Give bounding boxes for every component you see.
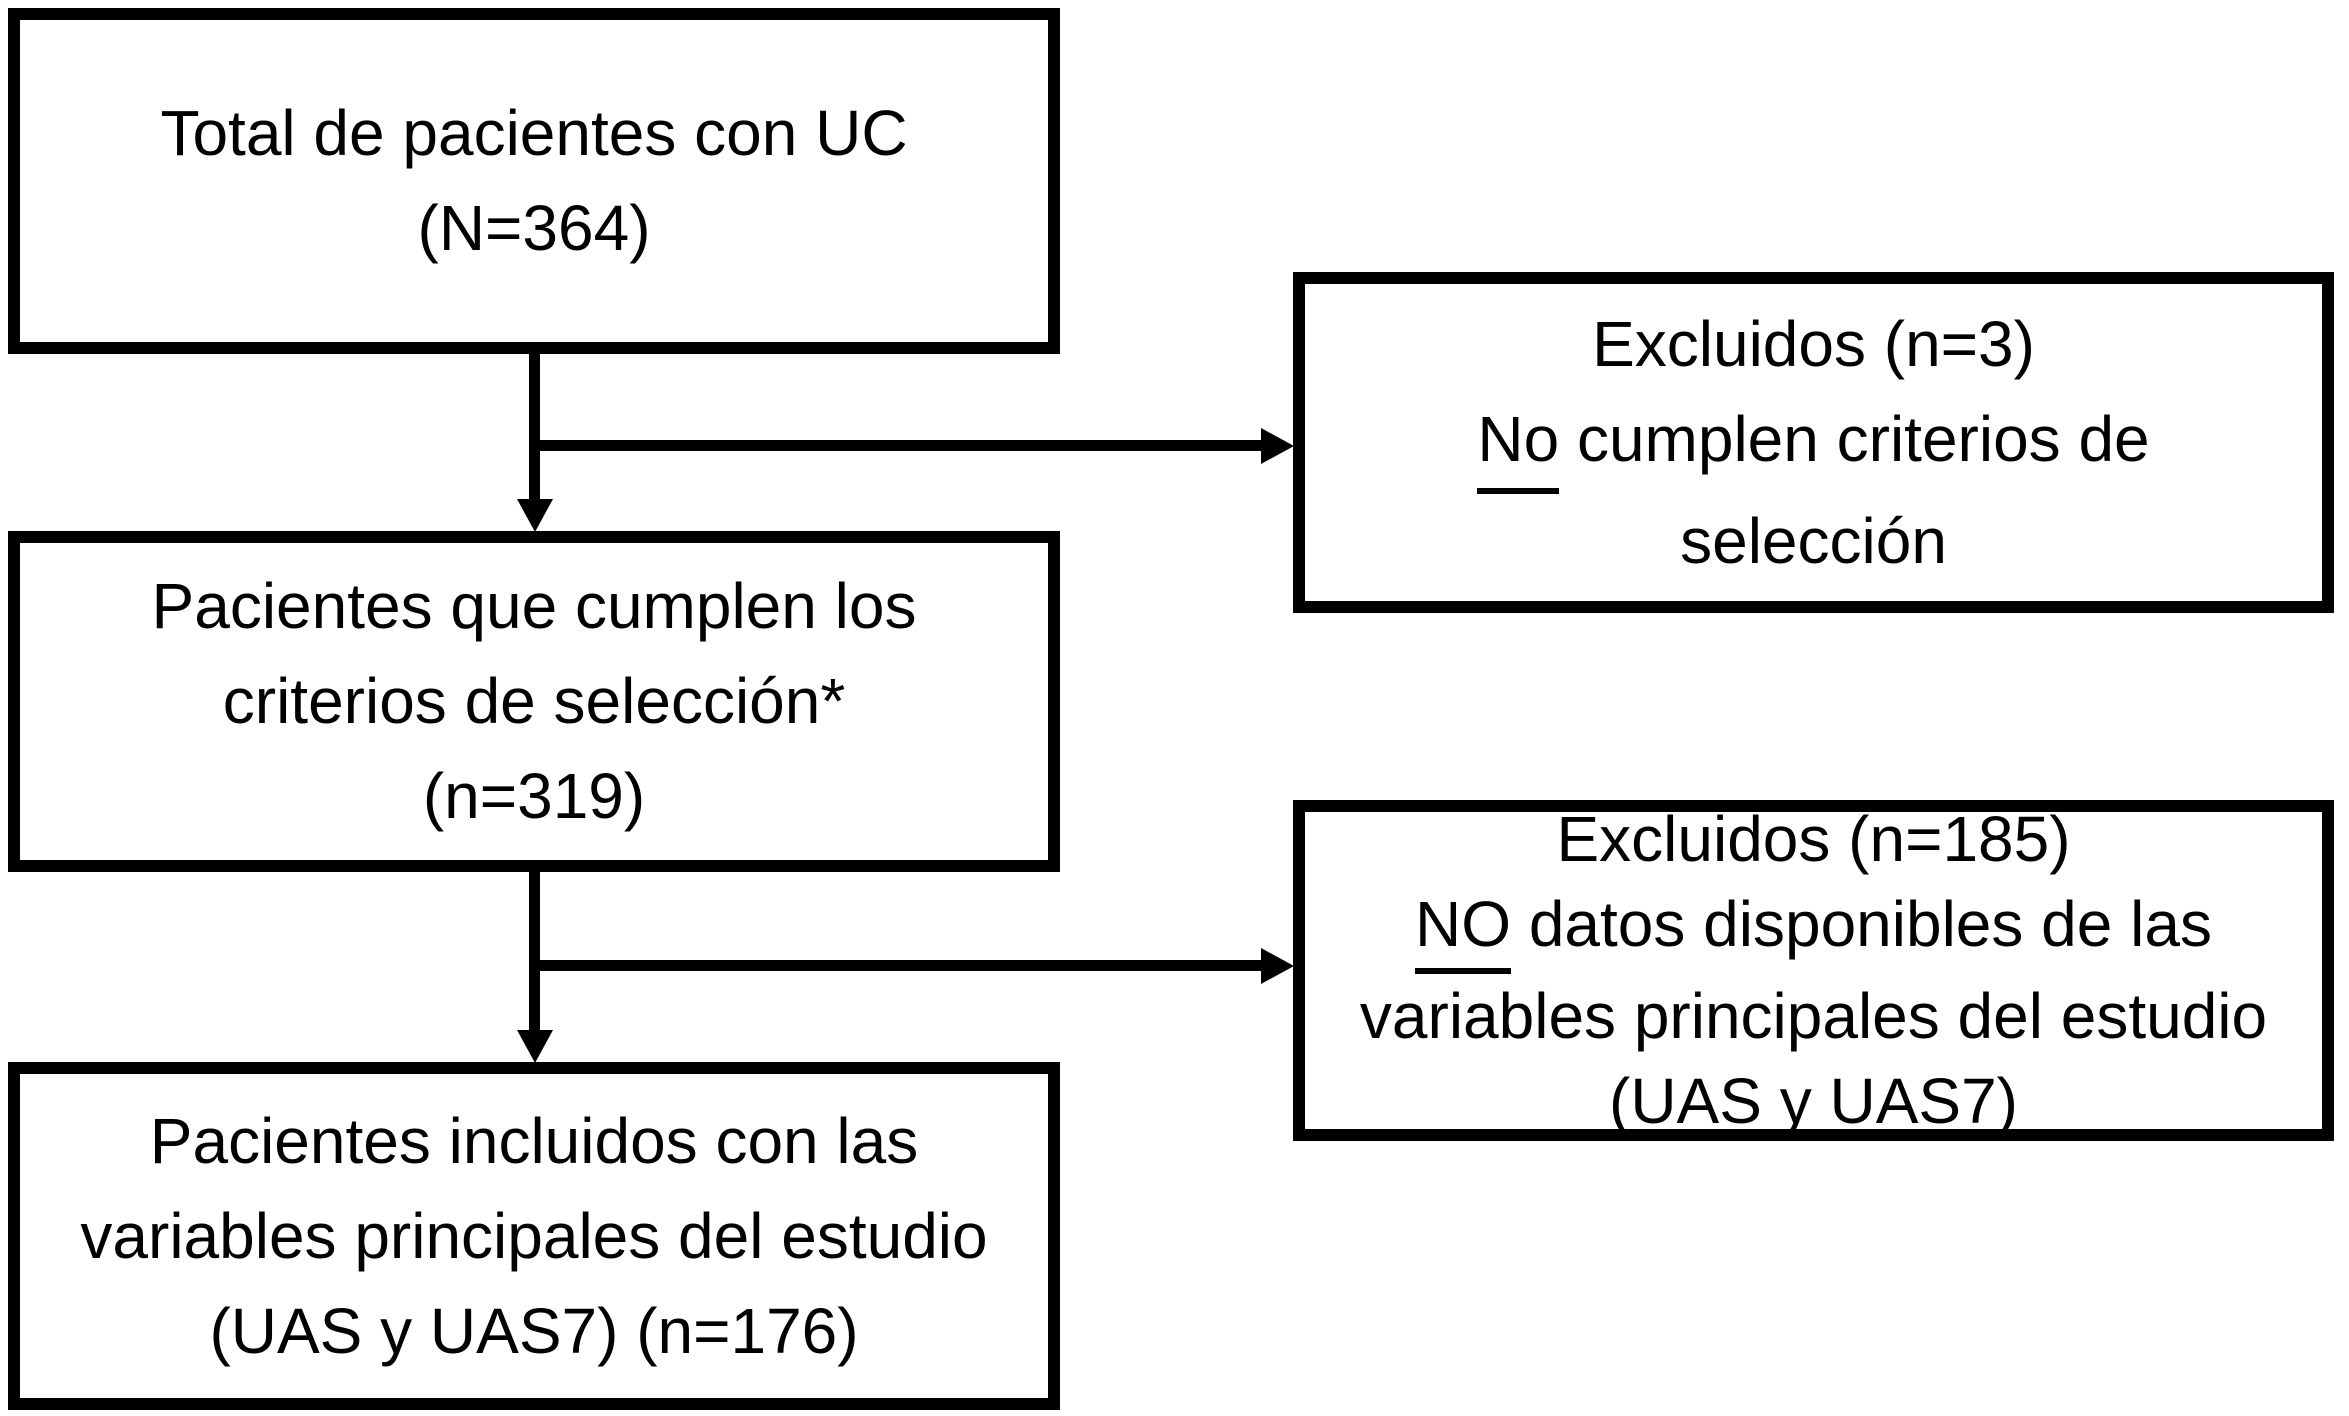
- arrow-right-icon: [1261, 428, 1294, 464]
- box-included-line-1: Pacientes incluidos con las: [149, 1104, 919, 1177]
- arrow-down-icon: [517, 499, 553, 532]
- underlined-no-label: NO: [1415, 882, 1512, 974]
- box-excluded2-line-3: variables principales del estudio: [1359, 980, 2268, 1052]
- box-excluded2-line-1: Excluidos (n=185): [1556, 803, 2071, 875]
- box-excluded-selection-criteria: Excluidos (n=3) No cumplen criterios de …: [1293, 272, 2334, 613]
- box-excluded1-line-1: Excluidos (n=3): [1592, 307, 2035, 380]
- arrow-right-icon: [1261, 948, 1294, 984]
- box-excluded1-line-2-rest: cumplen criterios de: [1559, 402, 2150, 475]
- box-excluded2-line-4: (UAS y UAS7): [1609, 1065, 2018, 1137]
- box-included-line-2: variables principales del estudio: [80, 1199, 988, 1272]
- box-excluded2-line-2: NO datos disponibles de las: [1415, 882, 2212, 974]
- connector-to-excluded1-shaft: [529, 440, 1263, 451]
- box-criteria-line-2: criterios de selección*: [222, 665, 846, 737]
- box-included-patients: Pacientes incluidos con las variables pr…: [8, 1062, 1060, 1410]
- box-included-line-3: (UAS y UAS7) (n=176): [209, 1294, 859, 1367]
- connector-criteria-to-included-shaft: [529, 870, 540, 1034]
- box-excluded-missing-data: Excluidos (n=185) NO datos disponibles d…: [1293, 800, 2334, 1141]
- box-excluded2-line-2-rest: datos disponibles de las: [1511, 888, 2212, 960]
- box-excluded1-line-3: selección: [1680, 504, 1947, 577]
- box-criteria-line-3: (n=319): [422, 760, 646, 832]
- box-excluded1-line-2: No cumplen criterios de: [1477, 392, 2150, 494]
- underlined-no-label: No: [1477, 392, 1560, 494]
- box-total-patients: Total de pacientes con UC (N=364): [8, 8, 1060, 354]
- connector-total-to-criteria-shaft: [529, 352, 540, 504]
- connector-to-excluded2-shaft: [529, 960, 1263, 971]
- arrow-down-icon: [517, 1030, 553, 1063]
- box-meet-criteria: Pacientes que cumplen los criterios de s…: [8, 531, 1060, 872]
- box-total-line-1: Total de pacientes con UC: [160, 97, 908, 169]
- box-total-line-2: (N=364): [417, 192, 651, 264]
- box-criteria-line-1: Pacientes que cumplen los: [151, 570, 917, 642]
